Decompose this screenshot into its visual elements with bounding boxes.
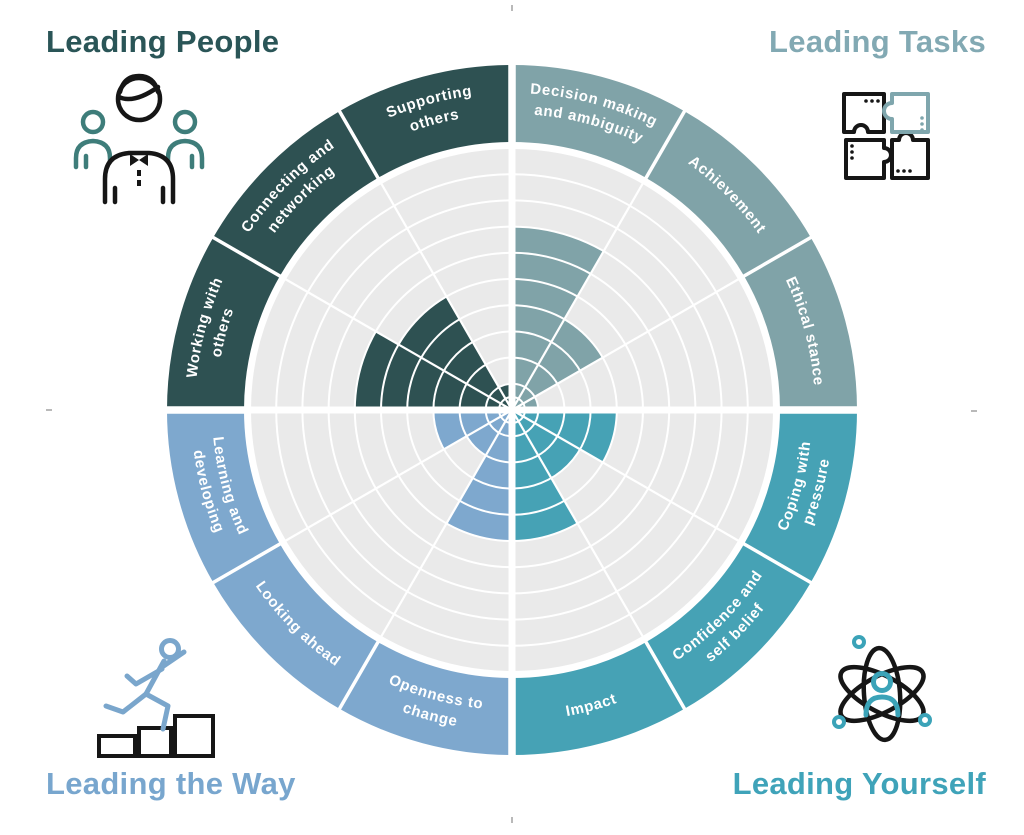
- band-separator: [210, 539, 286, 586]
- band-segment: [213, 111, 378, 276]
- band-segment: [167, 237, 280, 410]
- value-wedge: [398, 296, 512, 410]
- band-separator: [738, 234, 814, 281]
- band-segment: [512, 65, 685, 178]
- title-leading-tasks: Leading Tasks: [769, 24, 986, 59]
- stairs-runner-icon: [97, 638, 215, 758]
- grid-radial: [511, 409, 644, 638]
- value-wedge: [512, 410, 578, 541]
- grid-radial: [284, 409, 513, 542]
- band-separator: [641, 636, 688, 712]
- value-wedge: [512, 226, 604, 410]
- band-segment: [744, 237, 857, 410]
- band-segment: [213, 544, 378, 709]
- value-wedge: [446, 410, 512, 541]
- grid-radial: [284, 278, 513, 411]
- band-segment: [339, 642, 512, 755]
- grid-radial: [380, 409, 513, 638]
- band-segment: [646, 544, 811, 709]
- value-wedge: [512, 319, 603, 410]
- grid-radial: [511, 409, 740, 542]
- band-segment: [512, 642, 685, 755]
- value-wedge: [433, 410, 512, 450]
- band-separator: [738, 539, 814, 586]
- title-leading-the-way: Leading the Way: [46, 766, 296, 801]
- crop-mark: [511, 817, 513, 823]
- atom-person-icon: [832, 635, 932, 743]
- crop-mark: [511, 5, 513, 11]
- people-icon: [73, 73, 205, 205]
- band-separator: [336, 108, 383, 184]
- crop-mark: [46, 409, 52, 411]
- puzzle-icon: [842, 92, 930, 180]
- grid-radial: [511, 278, 740, 411]
- value-wedge: [512, 410, 617, 463]
- band-separator: [210, 234, 286, 281]
- title-leading-yourself: Leading Yourself: [732, 766, 986, 801]
- title-leading-people: Leading People: [46, 24, 280, 59]
- grid-radial: [511, 182, 644, 411]
- band-segment: [646, 111, 811, 276]
- value-wedge: [512, 410, 581, 479]
- band-segment: [339, 65, 512, 178]
- band-segment: [167, 410, 280, 583]
- crop-mark: [971, 410, 977, 412]
- band-separator: [641, 108, 688, 184]
- band-segment: [744, 410, 857, 583]
- grid-radial: [380, 182, 513, 411]
- band-separator: [336, 636, 383, 712]
- value-wedge: [466, 410, 512, 456]
